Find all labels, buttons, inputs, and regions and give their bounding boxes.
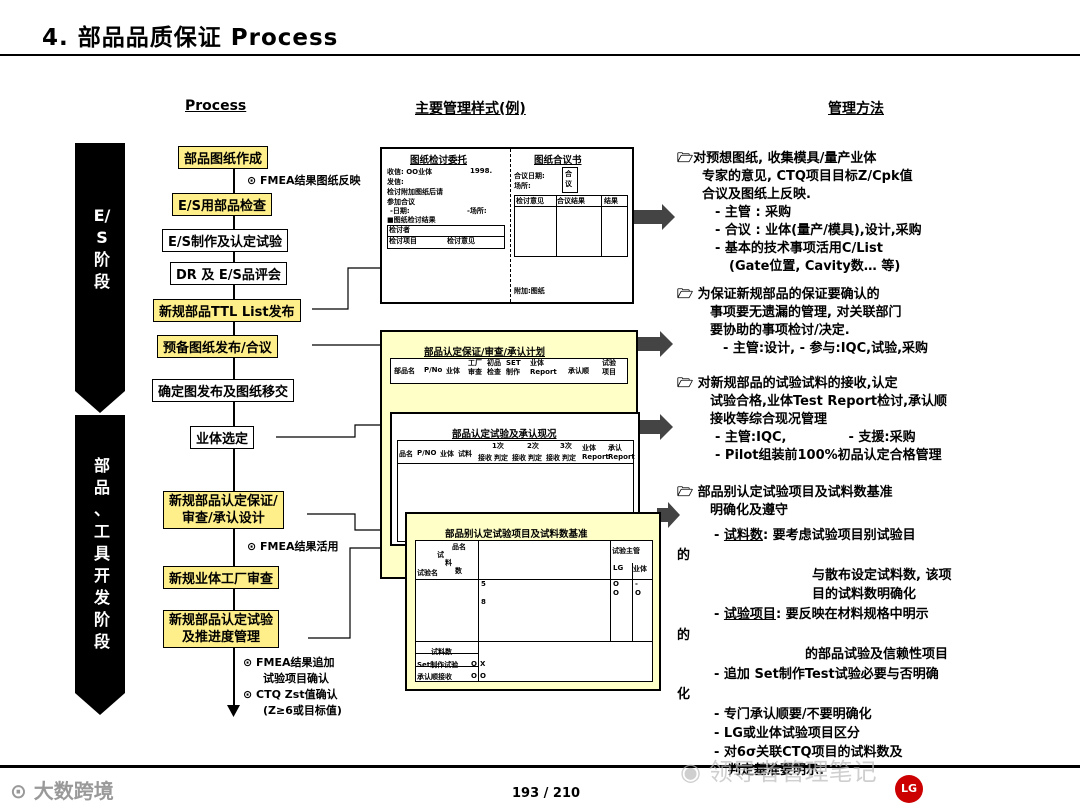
footer-watermark-right: ◉ 领导者管理笔记 xyxy=(680,758,877,786)
process-drawing-create: 部品图纸作成 xyxy=(178,146,269,169)
header-forms: 主要管理样式(例) xyxy=(415,101,526,117)
method-set-test: - 追加 Set制作Test试验必要与否明确 xyxy=(714,667,939,682)
phase-dev-arrow xyxy=(75,415,125,715)
title-divider xyxy=(0,54,1080,56)
folder-icon: 🗁 xyxy=(677,485,694,500)
method-test-items: - 试验项目: 要反映在材料规格中明示 xyxy=(714,607,929,622)
process-cert-test: 新规部品认定试验及推进度管理 xyxy=(163,610,280,648)
method-lg-vendor: - LG或业体试验项目区分 xyxy=(714,726,860,741)
method-ctq: - 对6σ关联CTQ项目的试料数及 xyxy=(714,745,903,760)
form-test-items: 部品别认定试验项目及试料数基准 品名 试 料 数 试验名 试验主管 LG 业体 … xyxy=(405,512,661,691)
process-es-parts-check: E/S用部品检查 xyxy=(172,193,272,216)
footer-watermark-left: ⊙ 大数跨境 xyxy=(10,779,114,803)
flow-arrow-head xyxy=(227,705,240,717)
process-es-make-test: E/S制作及认定试验 xyxy=(162,229,288,252)
folder-icon: 🗁 xyxy=(677,376,694,391)
process-dr-review: DR 及 E/S品评会 xyxy=(170,262,287,285)
method-side-char-3: 化 xyxy=(677,687,691,702)
method-approval: - 专门承认顺要/不要明确化 xyxy=(714,707,872,722)
method-section-2: 🗁 为保证新规部品的保证要确认的 事项要无遗漏的管理, 对关联部门 要协助的事项… xyxy=(677,287,929,356)
phase-es-label: E/S 阶 段 xyxy=(93,206,111,291)
footer-divider xyxy=(0,765,1080,768)
brand-logo-icon: ⊙ xyxy=(10,779,27,803)
note-fmea-drawing: ⊙ FMEA结果图纸反映 xyxy=(247,174,361,187)
phase-arrows xyxy=(75,143,125,715)
process-new-parts-cert: 新规部品认定保证/审查/承认设计 xyxy=(163,491,284,529)
phase-dev-label: 部 品 、 工 具 开 发 阶 段 xyxy=(93,456,110,651)
method-sample-count: - 试料数: 要考虑试验项目别试验目 xyxy=(714,528,916,543)
method-test-items-2: 的部品试验及信赖性项目 xyxy=(805,647,949,662)
method-side-char-2: 的 xyxy=(677,628,691,643)
phase-es-arrow xyxy=(75,143,125,413)
process-factory-audit: 新规业体工厂审查 xyxy=(163,566,280,589)
page-number: 193 / 210 xyxy=(512,786,581,801)
method-section-4: 🗁 部品别认定试验项目及试料数基准 明确化及遵守 xyxy=(677,485,893,518)
note-fmea-add: ⊙ FMEA结果追加 试验项目确认 ⊙ CTQ Zst值确认 (Z≥6或目标值) xyxy=(243,656,342,717)
form-drawing-review: 图纸检讨委托 图纸合议书 收信: OO业体 1998. 发信: 检讨附加图纸后请… xyxy=(380,147,634,304)
method-side-char-1: 的 xyxy=(677,548,691,563)
method-section-1: 🗁对预想图纸, 收集模具/量产业体 专家的意见, CTQ项目目标Z/Cpk值 合… xyxy=(677,151,922,274)
folder-icon: 🗁 xyxy=(677,287,694,302)
header-methods: 管理方法 xyxy=(828,101,884,117)
note-fmea-use: ⊙ FMEA结果活用 xyxy=(247,540,339,553)
page-title: 4. 部品品质保证 Process xyxy=(42,25,339,51)
header-process: Process xyxy=(185,98,247,114)
lg-logo-icon: LG xyxy=(895,775,923,803)
process-ttl-list: 新规部品TTL List发布 xyxy=(153,299,301,322)
process-prelim-drawing: 预备图纸发布/合议 xyxy=(157,335,278,358)
process-vendor-select: 业体选定 xyxy=(190,426,255,449)
wechat-icon: ◉ xyxy=(680,758,701,786)
method-sample-count-2: 与散布设定试料数, 该项 xyxy=(812,568,952,583)
folder-icon: 🗁 xyxy=(677,151,694,166)
method-section-3: 🗁 对新规部品的试验试料的接收,认定 试验合格,业体Test Report检讨,… xyxy=(677,376,948,463)
process-final-drawing: 确定图发布及图纸移交 xyxy=(152,379,295,402)
method-sample-count-3: 目的试料数明确化 xyxy=(812,587,917,602)
